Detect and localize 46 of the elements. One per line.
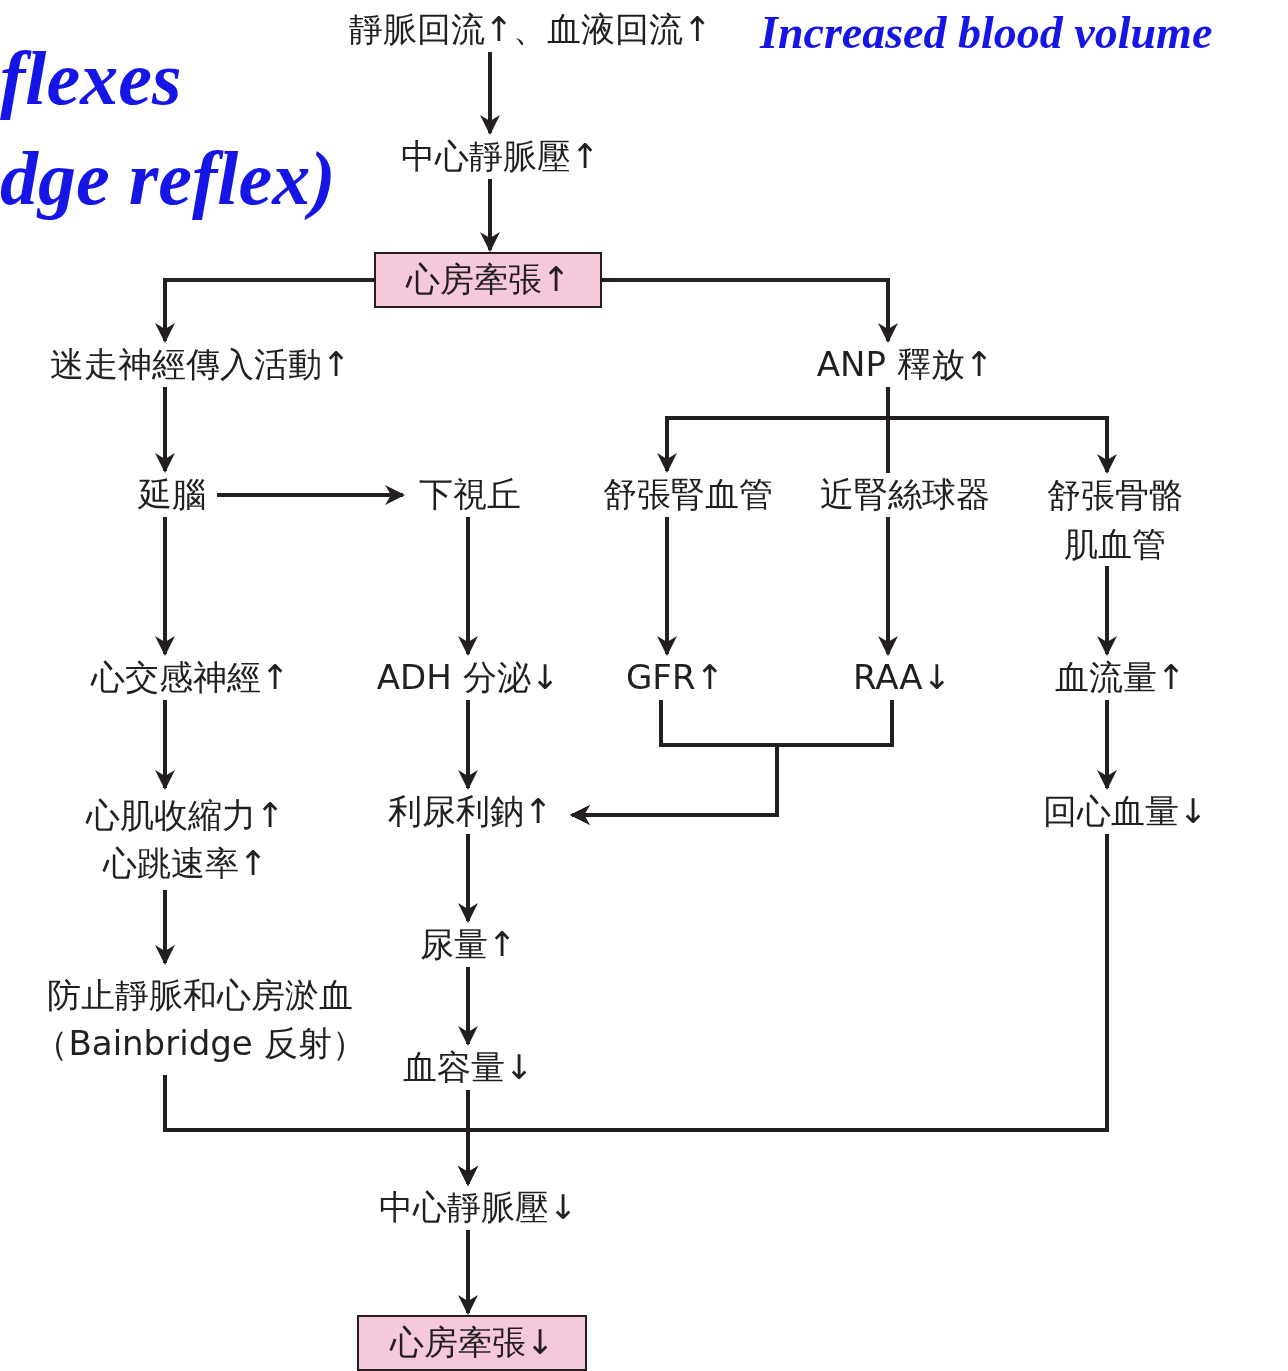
node-text: 尿量↑: [419, 923, 517, 967]
node-text: 心跳速率↑: [102, 842, 268, 885]
process-box: 心房牽張↑: [374, 252, 602, 308]
arrow: [155, 387, 175, 473]
node-text: （Bainbridge 反射）: [34, 1022, 366, 1065]
process-box: 心房牽張↓: [357, 1315, 587, 1371]
node-text: 延腦: [138, 473, 206, 517]
arrow: [458, 1230, 478, 1315]
arrow: [458, 834, 1109, 1186]
arrow: [155, 700, 175, 790]
node-text: 中心靜脈壓↓: [378, 1186, 578, 1230]
arrow: [1097, 700, 1117, 790]
node-text: GFR↑: [626, 656, 724, 700]
node-text: 心肌收縮力↑: [85, 794, 285, 838]
arrow: [155, 890, 175, 965]
arrow: [155, 278, 374, 343]
arrow: [155, 517, 175, 656]
arrow: [570, 700, 894, 825]
node-text: 舒張骨骼肌血管: [1046, 473, 1184, 566]
arrow: [480, 52, 500, 135]
arrow: [480, 179, 500, 252]
node-text: 下視丘: [419, 473, 521, 517]
node-text: 利尿利鈉↑: [387, 790, 553, 834]
node-text: 迷走神經傳入活動↑: [49, 343, 351, 387]
node-text: 心交感神經↑: [90, 656, 290, 700]
node-text: 血流量↑: [1054, 656, 1186, 700]
arrow: [657, 517, 677, 656]
node-text: 近腎絲球器: [820, 473, 990, 517]
arrow: [1097, 566, 1117, 656]
node-text: ANP 釋放↑: [816, 343, 994, 387]
arrow: [878, 517, 898, 656]
arrow: [458, 967, 478, 1046]
heading-text: Increased blood volume: [760, 10, 1213, 56]
node-text: 防止靜脈和心房淤血: [47, 974, 353, 1018]
arrow: [217, 485, 405, 505]
node-text: 血容量↓: [402, 1046, 534, 1090]
arrow: [458, 517, 478, 656]
node-text: 舒張腎血管: [603, 473, 773, 517]
node-text: ADH 分泌↓: [376, 656, 560, 700]
node-text: 回心血量↓: [1042, 790, 1208, 834]
arrow: [458, 834, 478, 923]
arrow: [602, 278, 898, 343]
node-text: 中心靜脈壓↑: [400, 135, 600, 179]
arrow: [458, 700, 478, 790]
node-text: RAA↓: [852, 656, 952, 700]
node-text: 靜脈回流↑、血液回流↑: [348, 8, 712, 52]
